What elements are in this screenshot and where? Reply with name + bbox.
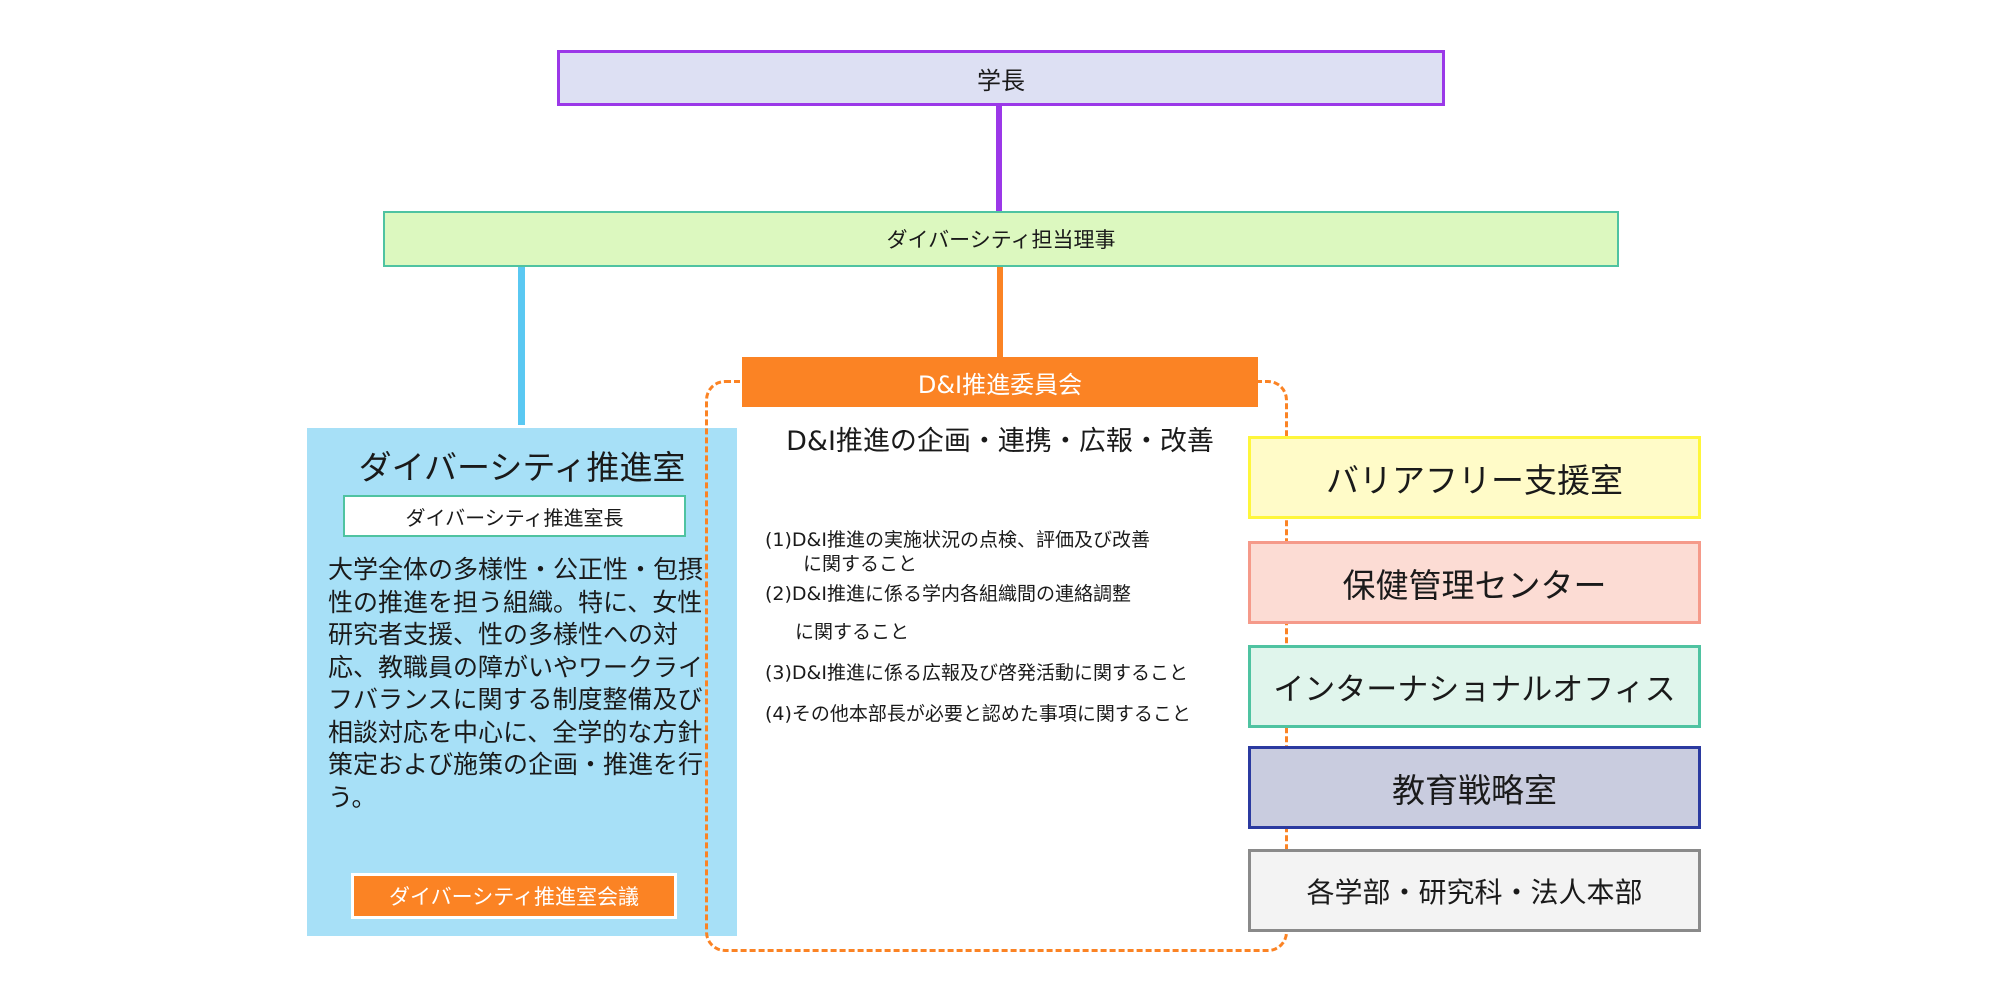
diversity-office-meeting-label: ダイバーシティ推進室会議 (389, 885, 639, 909)
unit-label: 保健管理センター (1342, 565, 1607, 605)
committee-duty-item: (4)その他本部長が必要と認めた事項に関すること (765, 702, 1191, 726)
committee-duty-item: (3)D&I推進に係る広報及び啓発活動に関すること (765, 661, 1188, 685)
health-center-box: 保健管理センター (1248, 541, 1701, 624)
international-office-box: インターナショナルオフィス (1248, 645, 1701, 728)
president-label: 学長 (977, 66, 1025, 95)
committee-subtitle: D&I推進の企画・連携・広報・改善 (786, 425, 1214, 457)
diversity-office-head-label: ダイバーシティ推進室長 (405, 505, 624, 530)
connector-president-director (996, 106, 1002, 211)
unit-label: インターナショナルオフィス (1273, 672, 1676, 708)
committee-duty-item: (1)D&I推進の実施状況の点検、評価及び改善 に関すること (765, 528, 1150, 576)
committee-duty-text-cont: に関すること (803, 553, 918, 575)
education-strategy-office-box: 教育戦略室 (1248, 746, 1701, 829)
director-label: ダイバーシティ担当理事 (886, 228, 1116, 252)
unit-label: バリアフリー支援室 (1326, 460, 1623, 500)
committee-title-box: D&I推進委員会 (742, 357, 1258, 407)
barrier-free-office-box: バリアフリー支援室 (1248, 436, 1701, 519)
committee-duty-item: (2)D&I推進に係る学内各組織間の連絡調整 に関すること (765, 582, 1131, 644)
unit-label: 各学部・研究科・法人本部 (1306, 875, 1643, 909)
diversity-office-description: 大学全体の多様性・公正性・包摂性の推進を担う組織。特に、女性研究者支援、性の多様… (328, 555, 704, 812)
president-box: 学長 (557, 50, 1445, 106)
committee-duty-text-cont: に関すること (795, 621, 910, 643)
connector-director-committee (997, 267, 1003, 357)
committee-duty-text: (2)D&I推進に係る学内各組織間の連絡調整 (765, 583, 1131, 605)
diversity-office-meeting-box: ダイバーシティ推進室会議 (351, 873, 677, 919)
diversity-office-title: ダイバーシティ推進室 (358, 448, 686, 487)
committee-duty-text: (3)D&I推進に係る広報及び啓発活動に関すること (765, 662, 1188, 684)
diversity-director-box: ダイバーシティ担当理事 (383, 211, 1619, 267)
faculties-box: 各学部・研究科・法人本部 (1248, 849, 1701, 932)
committee-title: D&I推進委員会 (917, 370, 1083, 399)
committee-duty-text: (4)その他本部長が必要と認めた事項に関すること (765, 703, 1191, 725)
unit-label: 教育戦略室 (1392, 770, 1557, 810)
committee-duty-text: (1)D&I推進の実施状況の点検、評価及び改善 (765, 529, 1150, 551)
connector-director-diversity-office (518, 267, 525, 425)
diversity-office-head-box: ダイバーシティ推進室長 (343, 495, 686, 537)
